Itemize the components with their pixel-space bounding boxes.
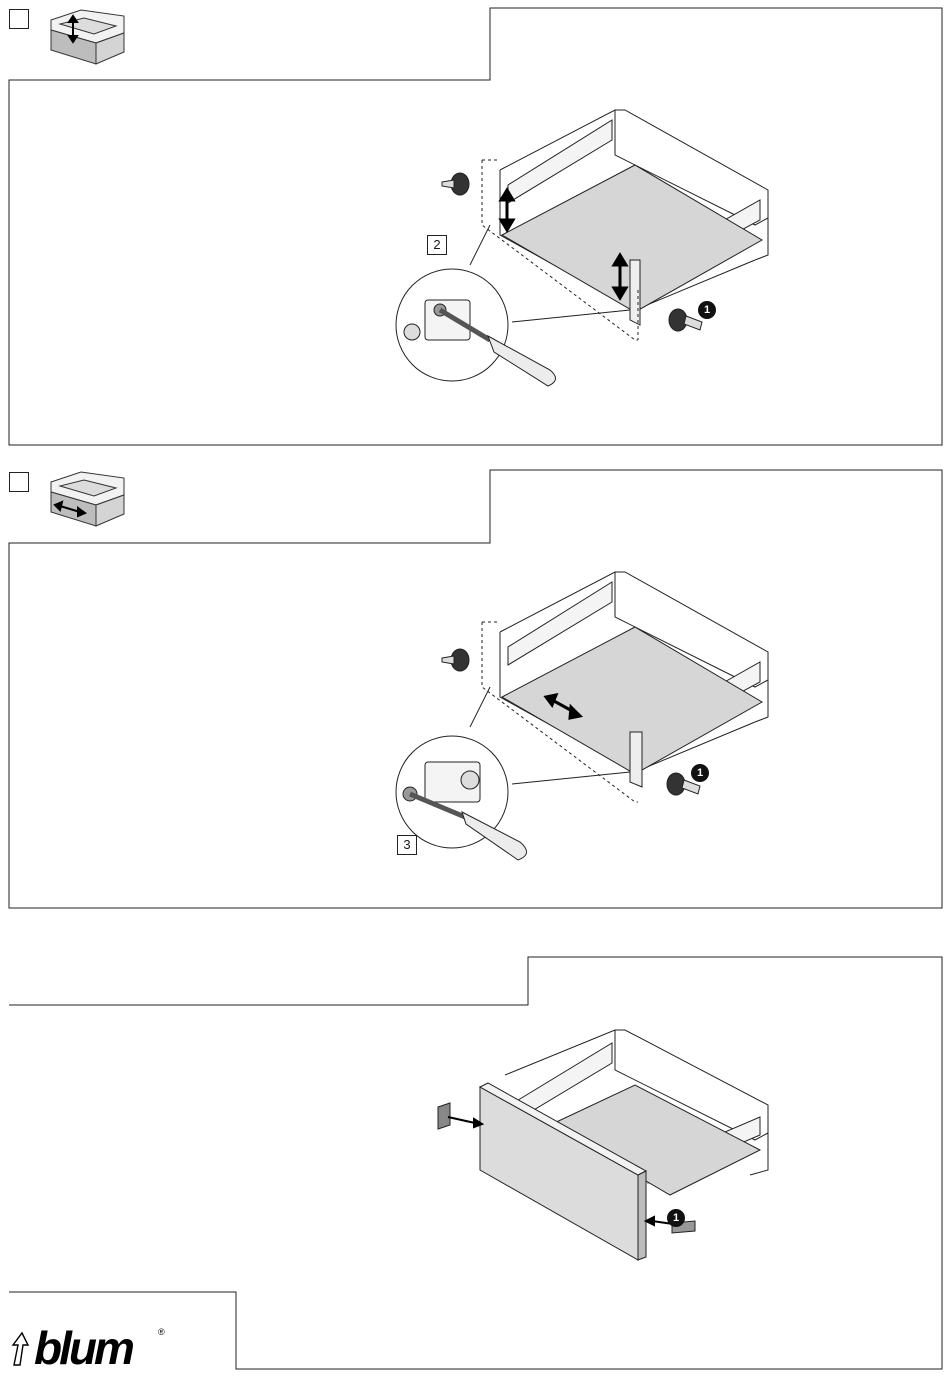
step-2-callout-label: 3 [397,835,417,855]
blum-logo-icon [10,1331,32,1367]
blum-logo: blum ® [10,1325,170,1369]
drawer-side-adjust-icon [46,470,128,528]
step-3-badge: 1 [667,1209,685,1227]
step-1-marker [9,9,29,29]
step-1-callout-label: 2 [427,235,447,255]
brand-name: blum [34,1321,132,1375]
step-2-marker [9,472,29,492]
step-2-badge: 1 [691,764,709,782]
step-1-badge: 1 [698,301,716,319]
drawer-height-adjust-icon [46,8,128,66]
step-2-drawer-illustration [390,562,790,872]
step-3-drawer-illustration [420,1025,790,1270]
brand-registered-mark: ® [158,1327,165,1337]
step-1-drawer-illustration [390,100,790,400]
